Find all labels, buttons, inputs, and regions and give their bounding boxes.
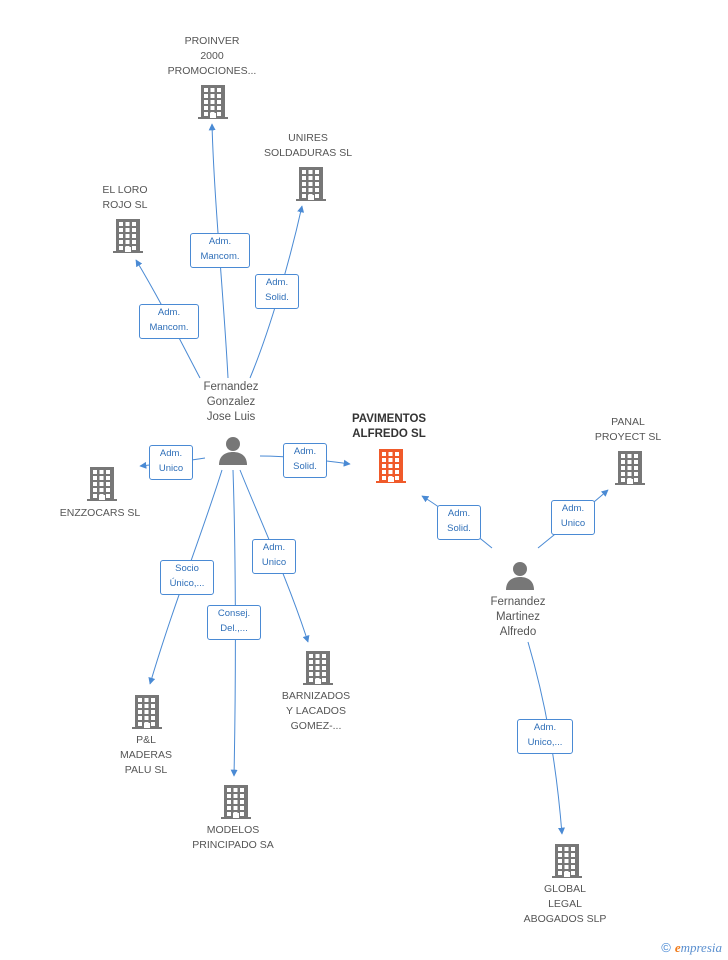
relation-line: Unico	[261, 557, 287, 568]
label-line: Martinez	[495, 611, 541, 623]
relation-line: Adm.	[533, 722, 557, 733]
relation-line: Adm.	[293, 446, 317, 457]
relation-line: Único,...	[169, 578, 205, 589]
node-label: MODELOS PRINCIPADO SA	[178, 823, 288, 853]
label-line: ROJO SL	[102, 199, 148, 211]
building-icon	[375, 448, 407, 489]
relation-label[interactable]: Socio Único,...	[160, 560, 214, 595]
label-line: EL LORO	[102, 184, 148, 196]
relation-label[interactable]: Consej. Del.,...	[207, 605, 261, 640]
relation-line: Adm.	[561, 503, 585, 514]
brand-name: mpresia	[680, 940, 722, 955]
node-label: P&L MADERAS PALU SL	[96, 733, 196, 778]
relation-line: Solid.	[265, 292, 289, 303]
building-icon	[551, 843, 583, 884]
building-icon	[295, 166, 327, 207]
label-line: PAVIMENTOS	[351, 413, 427, 425]
label-line: P&L	[136, 734, 156, 746]
node-label: ENZZOCARS SL	[45, 506, 155, 521]
relation-line: Socio	[175, 563, 199, 574]
label-line: ABOGADOS SLP	[523, 913, 607, 925]
relation-line: Adm.	[262, 542, 286, 553]
relation-label[interactable]: Adm. Unico	[149, 445, 193, 480]
person-icon	[218, 436, 248, 471]
building-icon	[614, 450, 646, 491]
relation-line: Adm.	[159, 448, 183, 459]
relation-line: Adm.	[265, 277, 289, 288]
building-icon	[220, 784, 252, 825]
relation-line: Solid.	[293, 461, 317, 472]
label-line: BARNIZADOS	[281, 690, 351, 702]
node-label: Fernandez Gonzalez Jose Luis	[176, 380, 286, 425]
relation-line: Unico	[158, 463, 184, 474]
empresia-logo[interactable]: ©empresia	[661, 940, 722, 956]
relation-line: Del.,...	[220, 623, 248, 634]
label-line: Alfredo	[499, 626, 537, 638]
label-line: Jose Luis	[206, 411, 256, 423]
label-line: PROMOCIONES...	[167, 65, 257, 77]
relation-line: Mancom.	[149, 322, 189, 333]
relation-label[interactable]: Adm. Unico,...	[517, 719, 573, 754]
label-line: Fernandez	[203, 381, 259, 393]
building-icon	[112, 218, 144, 259]
relation-line: Solid.	[447, 523, 471, 534]
label-line: ALFREDO SL	[352, 428, 426, 440]
relation-label[interactable]: Adm. Solid.	[283, 443, 327, 478]
brand-initial: e	[674, 940, 681, 955]
relation-label[interactable]: Adm. Unico	[252, 539, 296, 574]
relation-line: Adm.	[157, 307, 181, 318]
node-label: PROINVER 2000 PROMOCIONES...	[152, 34, 272, 79]
label-line: MADERAS	[120, 749, 172, 761]
label-line: PALU SL	[124, 764, 168, 776]
node-label: PAVIMENTOS ALFREDO SL	[334, 412, 444, 442]
relation-line: Adm.	[447, 508, 471, 519]
label-line: PROYECT SL	[594, 431, 662, 443]
relation-line: Adm.	[208, 236, 232, 247]
copyright-icon: ©	[661, 940, 671, 955]
relation-line: Consej.	[217, 608, 251, 619]
label-line: PRINCIPADO SA	[192, 839, 274, 851]
label-line: Y LACADOS	[286, 705, 346, 717]
relation-label[interactable]: Adm. Mancom.	[190, 233, 250, 268]
label-line: GOMEZ-...	[290, 720, 342, 732]
label-line: PANAL	[611, 416, 645, 428]
relation-line: Unico,...	[527, 737, 563, 748]
label-line: PROINVER	[184, 35, 240, 47]
relation-label[interactable]: Adm. Mancom.	[139, 304, 199, 339]
building-icon	[302, 650, 334, 691]
building-icon	[131, 694, 163, 735]
label-line: 2000	[200, 50, 224, 62]
building-icon	[197, 84, 229, 125]
label-line: LEGAL	[548, 898, 582, 910]
relation-line: Unico	[560, 518, 586, 529]
node-label: EL LORO ROJO SL	[80, 183, 170, 213]
relation-line: Mancom.	[200, 251, 240, 262]
relation-label[interactable]: Adm. Unico	[551, 500, 595, 535]
label-line: GLOBAL	[543, 883, 587, 895]
label-line: SOLDADURAS SL	[263, 147, 353, 159]
relation-label[interactable]: Adm. Solid.	[437, 505, 481, 540]
building-icon	[86, 466, 118, 507]
person-icon	[505, 561, 535, 596]
label-line: Gonzalez	[206, 396, 256, 408]
label-line: UNIRES	[288, 132, 328, 144]
label-line: Fernandez	[490, 596, 546, 608]
label-line: ENZZOCARS SL	[59, 507, 141, 519]
node-label: Fernandez Martinez Alfredo	[463, 595, 573, 640]
node-label: PANAL PROYECT SL	[578, 415, 678, 445]
node-label: GLOBAL LEGAL ABOGADOS SLP	[510, 882, 620, 927]
label-line: MODELOS	[206, 824, 260, 836]
relation-label[interactable]: Adm. Solid.	[255, 274, 299, 309]
node-label: UNIRES SOLDADURAS SL	[248, 131, 368, 161]
node-label: BARNIZADOS Y LACADOS GOMEZ-...	[261, 689, 371, 734]
